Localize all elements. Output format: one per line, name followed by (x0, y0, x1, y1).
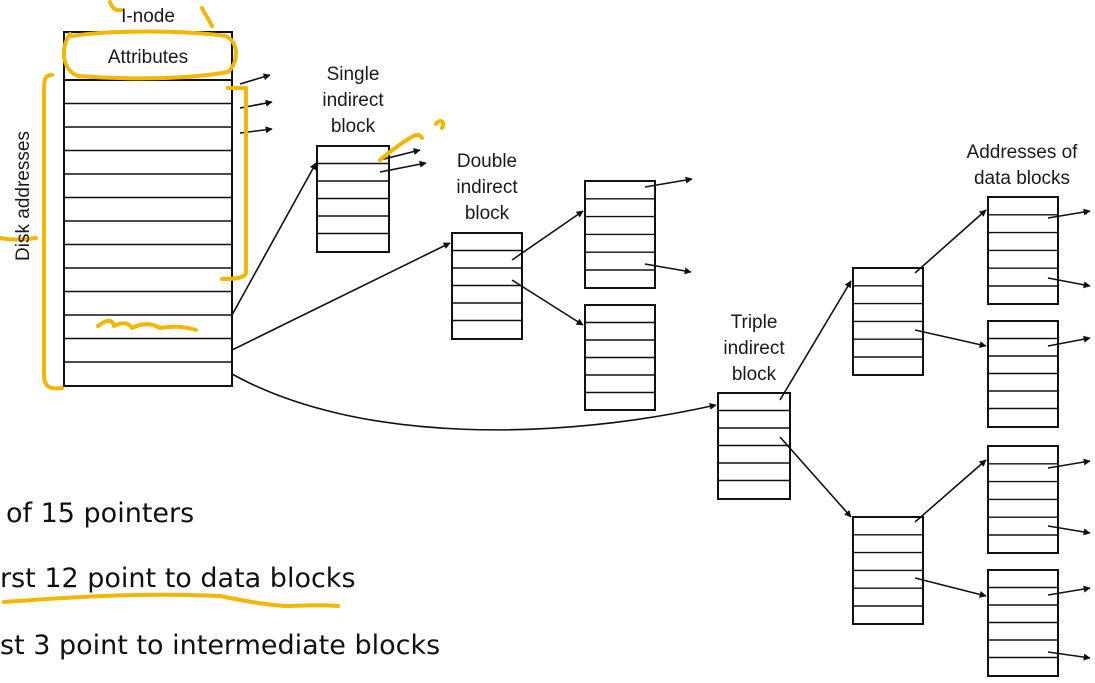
single-indirect-label-2: indirect (322, 90, 384, 111)
triple-indirect-label-2: indirect (723, 338, 785, 359)
single-block-scribble (378, 133, 424, 162)
inode-address-dividers (64, 102, 232, 363)
data-addresses-label-1: Addresses of (967, 142, 1079, 163)
inode-table (63, 31, 233, 387)
double-child-block-bottom (584, 304, 656, 411)
triple-indirect-block (717, 392, 791, 500)
data-address-block-2 (987, 320, 1059, 428)
double-child-out-arrows (644, 176, 693, 275)
inode-label-mark-right (200, 6, 214, 28)
to-triple-indirect-arrow (231, 373, 717, 431)
single-block-out-arrows (379, 148, 427, 173)
bullet-line-3: st 3 point to intermediate blocks (0, 630, 440, 661)
double-indirect-label-3: block (465, 203, 510, 224)
double-child-block-top (584, 180, 656, 289)
triple-indirect-label-1: Triple (731, 312, 778, 333)
inode-address-column (63, 79, 233, 387)
data-address-block-1 (987, 196, 1059, 305)
bullet-line-2: rst 12 point to data blocks (0, 563, 356, 594)
attributes-circle (61, 29, 238, 81)
bullet-line-1: of 15 pointers (6, 498, 194, 529)
yellow-handwritten-annotations (0, 0, 446, 608)
double-indirect-label-2: indirect (456, 177, 518, 198)
side-tick (0, 236, 38, 242)
data-address-block-4 (987, 569, 1059, 677)
to-single-indirect-arrow (231, 162, 317, 316)
data-block-out-arrows (1047, 208, 1091, 661)
attributes-label: Attributes (108, 47, 188, 68)
single-indirect-label-1: Single (327, 64, 380, 85)
single-indirect-label-3: block (331, 116, 376, 137)
indirect-connector-arrows (231, 162, 987, 598)
triple-middle-block-top (852, 267, 924, 376)
bullet-underline (2, 592, 340, 608)
data-address-block-3 (987, 445, 1059, 554)
inode-label: I-node (121, 6, 175, 27)
single-indirect-block (316, 145, 390, 253)
triple-indirect-label-3: block (732, 364, 777, 385)
triple-middle-block-bottom (852, 516, 924, 625)
double-indirect-label-1: Double (457, 151, 517, 172)
data-addresses-label-2: data blocks (974, 168, 1070, 189)
to-double-indirect-arrow (231, 242, 451, 351)
disk-addresses-label: Disk addresses (13, 131, 34, 261)
double-indirect-block (451, 232, 523, 340)
single-block-dot (434, 119, 446, 130)
inode-label-mark (108, 0, 123, 13)
row-scribble (96, 318, 198, 332)
disk-addresses-bracket-right (220, 86, 248, 281)
disk-addresses-bracket-left (42, 73, 64, 391)
